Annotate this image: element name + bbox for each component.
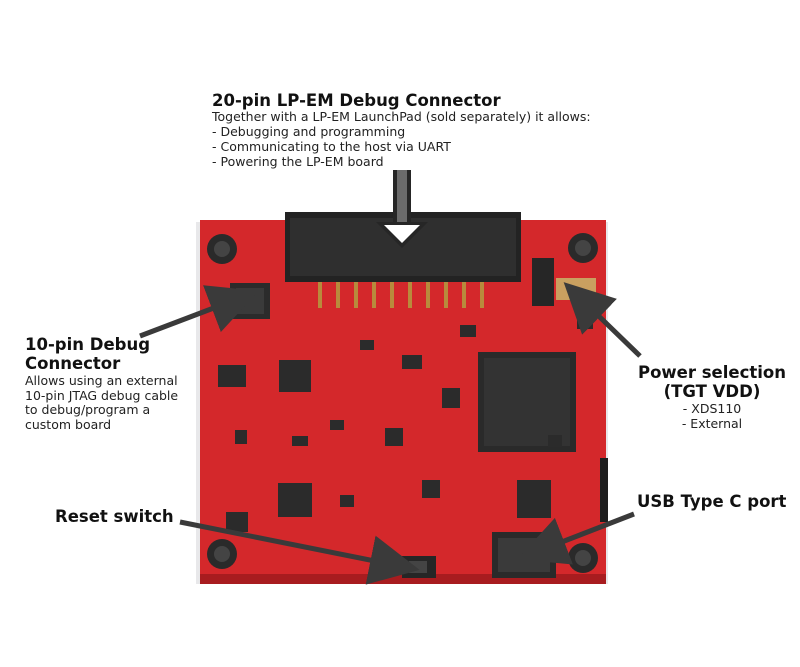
top-callout-intro: Together with a LP-EM LaunchPad (sold se… [212,109,591,125]
top-callout-title: 20-pin LP-EM Debug Connector [212,91,501,110]
reset-callout: Reset switch [55,507,174,526]
debug10-desc-line: Allows using an external [25,372,178,388]
top-callout-item: - Communicating to the host via UART [212,138,451,154]
power-option: - External [681,415,743,431]
power-callout: Power selection (TGT VDD) - XDS110 - Ext… [627,363,797,431]
debug10-title-line2: Connector [25,354,121,374]
power-option: - XDS110 [682,400,742,416]
debug10-desc-line: 10-pin JTAG debug cable [25,387,179,403]
reset-title: Reset switch [55,507,174,526]
debug10-desc-line: custom board [25,417,112,433]
usb-title: USB Type C port [637,492,787,511]
power-title-line2: (TGT VDD) [663,382,761,402]
top-callout-item: - Debugging and programming [212,124,406,140]
usb-callout: USB Type C port [637,492,786,511]
top-callout-item: - Powering the LP-EM board [212,153,384,169]
pointer-arrow-icon [139,282,642,585]
top-callout: 20-pin LP-EM Debug Connector Together wi… [212,91,632,169]
debug10-title-line1: 10-pin Debug [25,335,151,354]
power-title-line1: Power selection [637,363,786,382]
down-arrow-icon [376,170,428,248]
debug10-desc-line: to debug/program a [25,402,151,418]
debug10-callout: 10-pin Debug Connector Allows using an e… [25,335,215,433]
pcb-board-image [196,212,608,584]
